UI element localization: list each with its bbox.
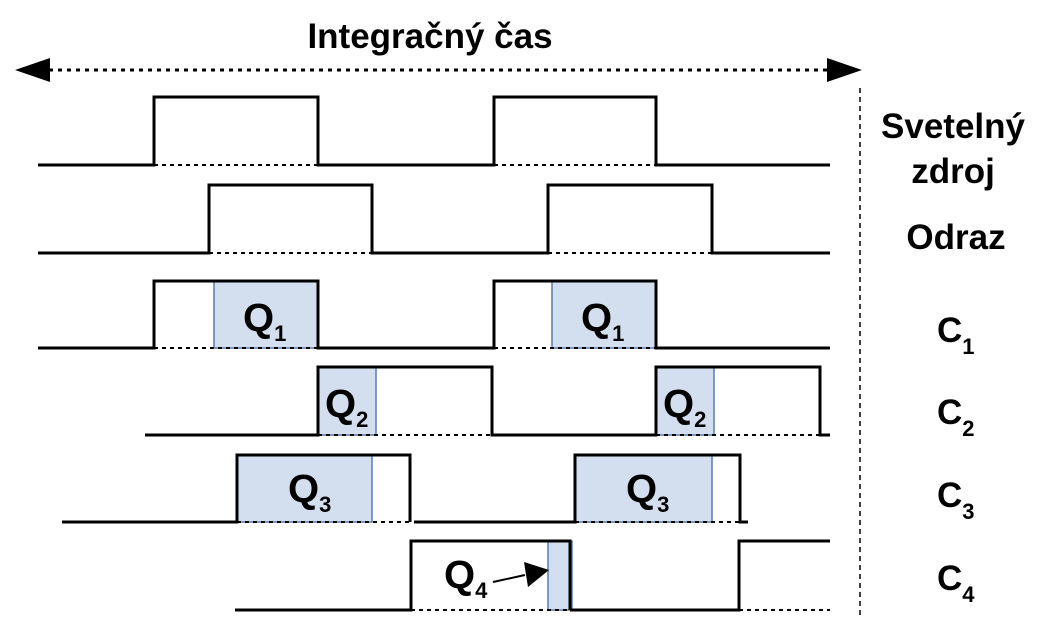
q4-label: Q4 [444, 553, 488, 603]
q2-charge-area [317, 366, 377, 436]
right-arrowhead-icon [827, 58, 862, 82]
light-source-waveform [38, 95, 830, 167]
q2-label: Q2 [663, 382, 706, 432]
diagram-title: Integračný čas [307, 17, 552, 56]
c3-waveform [62, 453, 748, 524]
integration-time-arrow [15, 58, 862, 82]
left-arrowhead-icon [15, 58, 50, 82]
c4-waveform [235, 539, 830, 612]
c1-waveform [38, 279, 830, 350]
row-label-c4: C4 [937, 559, 975, 607]
q1-label: Q1 [243, 296, 286, 346]
row-label-reflection: Odraz [906, 218, 1005, 257]
q1-charge-area [213, 280, 319, 349]
q3-label: Q3 [626, 467, 669, 517]
row-label-c3: C3 [937, 476, 975, 524]
row-label-light-source: Svetelný [881, 107, 1025, 146]
q3-label: Q3 [288, 467, 331, 517]
q1-label: Q1 [581, 296, 624, 346]
row-label-c2: C2 [937, 393, 975, 441]
c2-waveform [145, 365, 830, 437]
row-label-c1: C1 [937, 311, 975, 359]
reflection-waveform [38, 183, 830, 255]
arrowhead-icon [524, 562, 549, 587]
q1-charge-area [551, 280, 657, 349]
q2-label: Q2 [325, 382, 368, 432]
row-label-light-source-line2: zdroj [911, 152, 995, 191]
q4-pointer-arrow [492, 562, 549, 587]
q4-charge-area [547, 540, 573, 611]
q2-charge-area [655, 366, 715, 436]
